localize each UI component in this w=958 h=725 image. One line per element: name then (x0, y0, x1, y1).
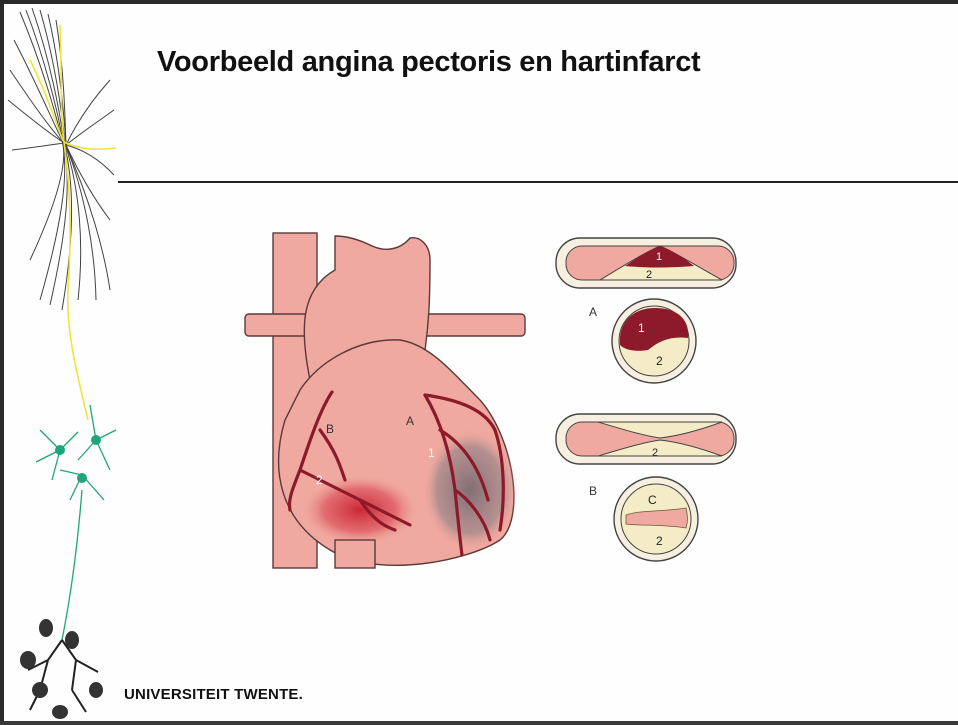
panel-b-cross-label-2: 2 (656, 534, 663, 548)
heart-label-1: 1 (428, 446, 435, 460)
panel-b-vessel-label-2: 2 (652, 447, 658, 459)
heart-label-b: B (326, 422, 334, 436)
panel-b-cross-label-c: C (648, 493, 657, 507)
panel-a-letter: A (589, 305, 597, 319)
panel-a-cross-label-2: 2 (656, 354, 663, 368)
panel-a-vessel-section: 1 2 (556, 238, 736, 288)
panel-a-cross-section: 1 2 (612, 299, 696, 383)
panel-a-vessel-label-1: 1 (656, 251, 662, 263)
panel-b-vessel-section: 2 (556, 414, 736, 464)
university-logo: UNIVERSITEIT TWENTE. (124, 686, 303, 703)
heart-label-a: A (406, 414, 414, 428)
panel-a-vessel-label-2: 2 (646, 269, 652, 281)
panel-b-cross-section: C 2 (614, 477, 698, 561)
panel-a-cross-label-1: 1 (638, 321, 645, 335)
panel-b-letter: B (589, 484, 597, 498)
heart-label-2: 2 (316, 473, 323, 487)
heart-body (279, 340, 518, 568)
